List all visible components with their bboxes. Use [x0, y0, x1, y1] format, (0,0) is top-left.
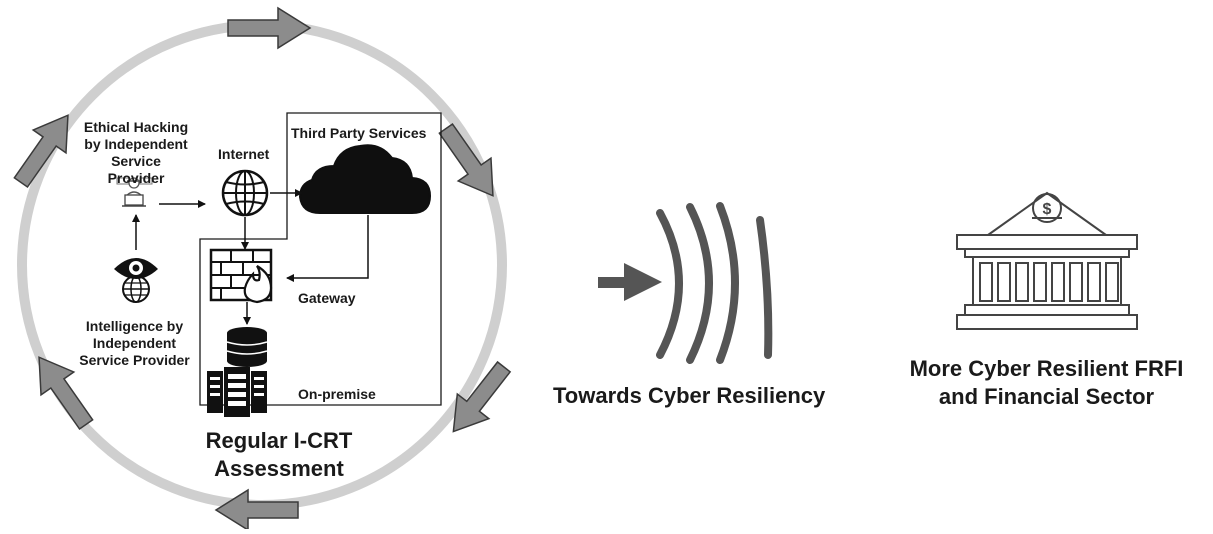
firewall-icon [209, 248, 273, 304]
resiliency-label: Towards Cyber Resiliency [553, 383, 826, 408]
cycle-title-line-1: Regular I-CRT [205, 428, 353, 453]
on-premise-label: On-premise [298, 386, 376, 402]
cloud-icon [298, 144, 432, 214]
resiliency-arrow-icon [598, 263, 662, 301]
ethical-hacking-label: Ethical Hacking by Independent Service P… [82, 119, 190, 187]
eye-globe-icon [114, 258, 158, 303]
intelligence-line-2: Independent [92, 335, 177, 351]
cycle-arrow-bottom [214, 488, 299, 532]
outcome-line-1: More Cyber Resilient FRFI [909, 356, 1184, 381]
cycle-arrow-right-bottom [452, 360, 512, 433]
svg-text:$: $ [1043, 201, 1052, 218]
bank-icon: $ [956, 191, 1138, 330]
arrow-cloud-to-firewall [286, 215, 369, 282]
outcome-line-2: and Financial Sector [938, 384, 1155, 409]
signal-waves-icon [656, 202, 773, 364]
intelligence-line-3: Service Provider [79, 352, 190, 368]
cycle-title-line-2: Assessment [214, 456, 344, 481]
globe-icon [221, 169, 269, 217]
intelligence-line-1: Intelligence by [85, 318, 184, 334]
server-icon [207, 367, 267, 417]
outcome-label: More Cyber Resilient FRFI and Financial … [880, 355, 1213, 411]
cycle-arrow-right-top [438, 122, 494, 197]
cycle-arrow-top [227, 6, 312, 50]
cycle-arrow-left-bottom [38, 356, 94, 431]
cycle-title: Regular I-CRT Assessment [184, 427, 374, 483]
database-icon [226, 327, 268, 367]
third-party-label: Third Party Services [291, 125, 427, 141]
internet-label: Internet [218, 146, 270, 162]
ethical-hacking-line-1: Ethical Hacking [83, 119, 189, 135]
cycle-arrow-left-top [13, 114, 69, 189]
enterprise-boundary [199, 112, 442, 406]
intelligence-label: Intelligence by Independent Service Prov… [72, 318, 197, 369]
ethical-hacking-line-2: by Independent [84, 136, 188, 152]
gateway-label: Gateway [298, 290, 356, 306]
hacker-icon [116, 177, 153, 207]
ethical-hacking-line-3: Service Provider [107, 153, 165, 186]
